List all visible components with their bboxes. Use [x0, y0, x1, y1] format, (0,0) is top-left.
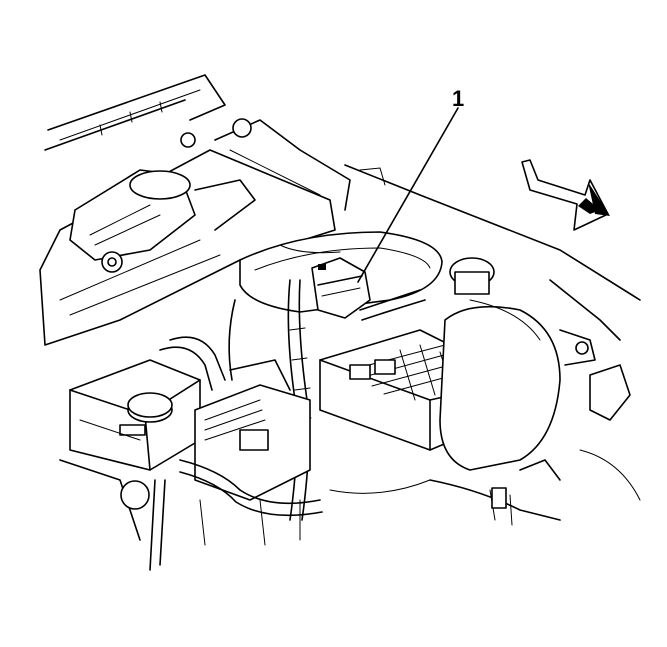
lower-fuse-box [194, 359, 311, 501]
direction-arrow-icon [521, 159, 610, 231]
hood-edge [44, 74, 226, 151]
fender-line [344, 164, 641, 501]
lower-left-details [59, 459, 431, 571]
coolant-reservoir [439, 257, 631, 471]
lower-left-box [69, 359, 201, 471]
component-1 [311, 257, 371, 319]
lower-right-details [429, 459, 561, 526]
callout-label-1: 1 [452, 86, 465, 111]
callout-leader-1 [357, 107, 459, 283]
lower-hose [159, 336, 323, 517]
upper-left-assembly [69, 169, 256, 273]
